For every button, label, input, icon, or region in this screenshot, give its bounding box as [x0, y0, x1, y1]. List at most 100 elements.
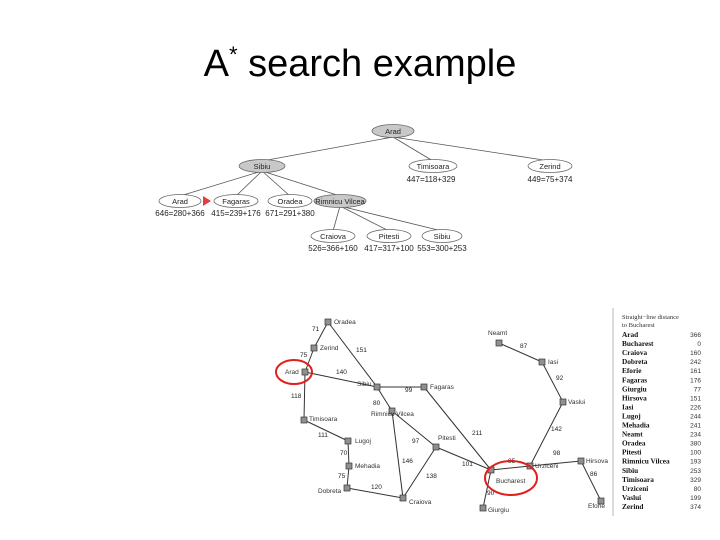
- city-label-hirsova: Hirsova: [586, 458, 608, 465]
- table-row-value: 160: [690, 350, 701, 357]
- roads: [303, 321, 602, 509]
- city-label-bucharest: Bucharest: [496, 478, 525, 485]
- road: [303, 419, 349, 442]
- city-marker-oradea: [324, 318, 332, 326]
- city-label-arad: Arad: [285, 369, 299, 376]
- road: [304, 347, 315, 373]
- city-label-giurgiu: Giurgiu: [488, 507, 509, 514]
- table-row-value: 241: [690, 423, 701, 430]
- tree-edge: [339, 205, 390, 232]
- road: [423, 386, 492, 471]
- highlight-circle-arad: [275, 359, 313, 385]
- city-marker-dobreta: [343, 484, 351, 492]
- road: [327, 321, 378, 388]
- city-label-rimnicu: Rimnicu Vilcea: [371, 411, 414, 418]
- distance-label: 98: [553, 450, 561, 457]
- tree-node-label: Oradea: [277, 197, 303, 206]
- table-row-city: Eforie: [622, 366, 642, 375]
- table-row-value: 0: [697, 341, 701, 348]
- heuristic-table: Straight−line distance to Bucharest Arad…: [612, 308, 701, 516]
- city-marker-giurgiu: [479, 504, 487, 512]
- city-markers: [300, 318, 605, 512]
- highlight-circle-bucharest: [484, 460, 538, 496]
- tree-node-value: 526=366+160: [308, 244, 358, 253]
- road: [346, 487, 404, 499]
- tree-node-label: Pitesti: [379, 232, 400, 241]
- romania-map: Oradea Zerind Arad Timisoara Lugoj Mehad…: [275, 318, 608, 514]
- tree-edge: [261, 136, 394, 162]
- tree-node-zerind: [527, 159, 573, 173]
- road: [346, 465, 350, 489]
- city-label-urziceni: Urziceni: [535, 463, 558, 470]
- tree-node-root-label: Arad: [385, 127, 401, 136]
- road: [391, 410, 404, 499]
- table-row-city: Bucharest: [622, 339, 654, 348]
- city-label-zerind: Zerind: [320, 345, 339, 352]
- tree-node-value: 415=239+176: [211, 209, 261, 218]
- table-row-city: Urziceni: [622, 484, 648, 493]
- tree-node-sibiu-2: [421, 229, 463, 243]
- tree-node-value: 449=75+374: [528, 175, 573, 184]
- city-marker-craiova: [399, 494, 407, 502]
- city-marker-eforie: [597, 497, 605, 505]
- distance-label: 118: [291, 393, 302, 400]
- distance-label: 142: [551, 426, 562, 433]
- tree-node-label: Sibiu: [434, 232, 451, 241]
- city-label-dobreta: Dobreta: [318, 488, 342, 495]
- distance-label: 140: [336, 369, 347, 376]
- tree-node-label: Sibiu: [254, 162, 271, 171]
- table-row-value: 100: [690, 450, 701, 457]
- road: [490, 465, 531, 471]
- city-marker-neamt: [495, 339, 503, 347]
- city-label-iasi: Iasi: [548, 359, 558, 366]
- distance-label: 70: [340, 450, 348, 457]
- tree-node-label: Arad: [172, 197, 188, 206]
- distance-label: 146: [402, 458, 413, 465]
- table-row-value: 176: [690, 377, 701, 384]
- city-marker-arad: [301, 368, 309, 376]
- city-marker-timisoara: [300, 416, 308, 424]
- tree-node-rimnicu-vilcea: [313, 194, 367, 208]
- table-row-value: 366: [690, 332, 701, 339]
- city-label-lugoj: Lugoj: [355, 438, 371, 445]
- tree-node-root: [371, 124, 415, 138]
- tree-node-sibiu: [238, 159, 286, 173]
- distance-label: 211: [472, 430, 483, 437]
- title-a: A: [203, 43, 229, 85]
- city-label-vaslui: Vaslui: [568, 399, 585, 406]
- tree-edge: [392, 136, 551, 162]
- tree-node-value: 417=317+100: [364, 244, 414, 253]
- distance-label: 90: [487, 490, 495, 497]
- table-row-value: 234: [690, 432, 701, 439]
- table-row-city: Oradea: [622, 439, 646, 448]
- table-row-value: 329: [690, 477, 701, 484]
- table-row-value: 242: [690, 359, 701, 366]
- road: [376, 386, 393, 412]
- city-label-fagaras: Fagaras: [430, 384, 455, 391]
- distance-label: 99: [405, 387, 413, 394]
- city-label-eforie: Eforie: [588, 503, 605, 510]
- table-header-line2: to Bucharest: [622, 322, 655, 329]
- road: [529, 460, 582, 467]
- city-marker-lugoj: [344, 437, 352, 445]
- tree-node-label: Rimnicu Vilcea: [315, 197, 365, 206]
- distance-label: 111: [318, 432, 328, 439]
- city-marker-fagaras: [420, 383, 428, 391]
- distance-label: 97: [412, 438, 420, 445]
- distance-label: 80: [373, 400, 381, 407]
- road: [482, 469, 492, 509]
- table-row-city: Zerind: [622, 502, 644, 511]
- tree-node-value: 447=118+329: [407, 175, 456, 184]
- city-marker-pitesti: [432, 443, 440, 451]
- distance-label: 87: [520, 343, 528, 350]
- city-marker-iasi: [538, 358, 546, 366]
- road: [498, 342, 543, 363]
- table-row-value: 244: [690, 413, 701, 420]
- tree-node-value: 671=291+380: [265, 209, 315, 218]
- tree-edge: [261, 170, 341, 197]
- tree-node-arad: [158, 194, 202, 208]
- table-row-value: 226: [690, 404, 701, 411]
- city-label-craiova: Craiova: [409, 499, 432, 506]
